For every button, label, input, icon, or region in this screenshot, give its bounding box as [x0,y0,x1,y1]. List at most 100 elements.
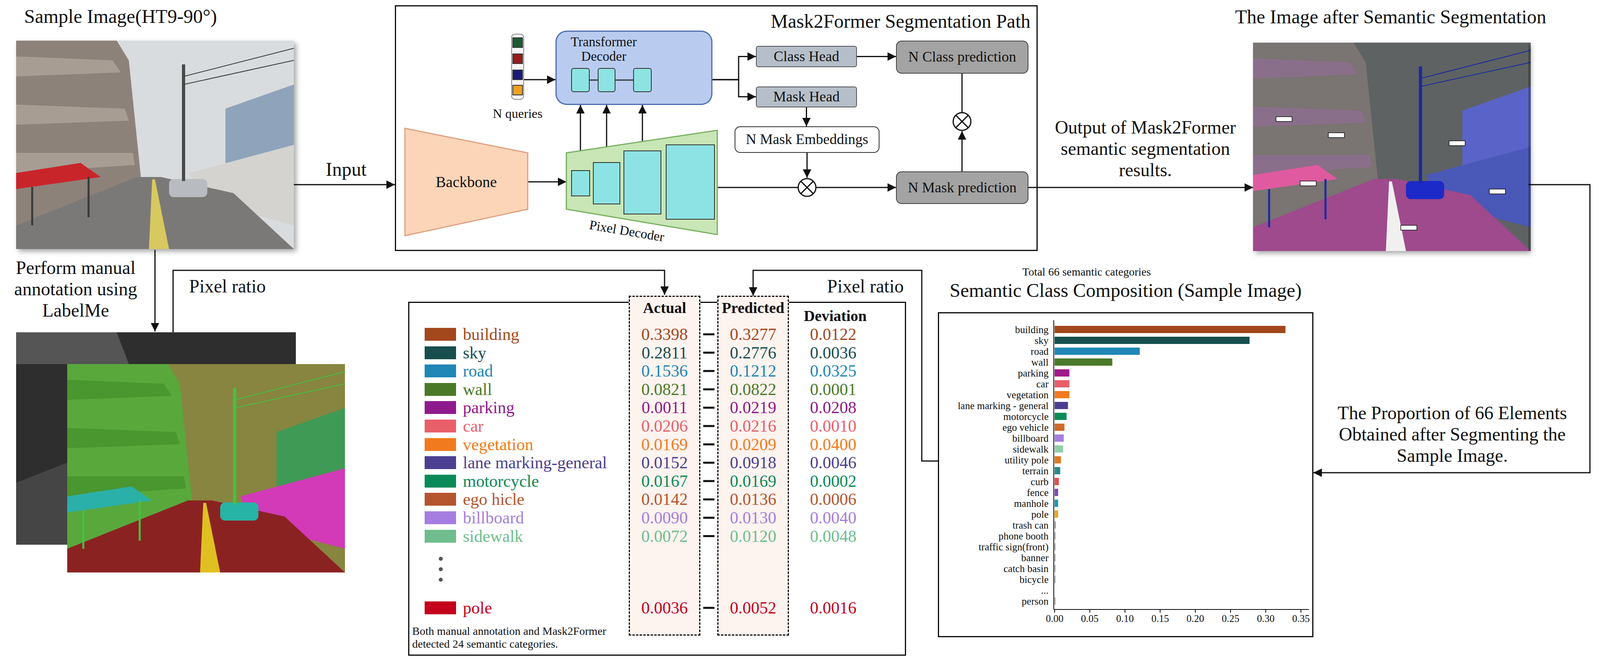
tick-mark [1089,609,1091,614]
bar [1054,380,1070,388]
shape [1268,189,1271,228]
edge-label: The Proportion of 66 Elements Obtained a… [1319,402,1586,467]
legend-label: road [462,362,624,380]
text-slot: 0.0090 [629,509,700,527]
multiply-symbol [798,178,816,197]
text-slot: ego vehicle [937,422,1049,434]
connector [712,56,756,81]
table-cell: 0.3277 [718,326,788,343]
column-header: Actual [629,299,700,318]
label: N Class prediction [908,48,1017,66]
shape [1420,62,1531,87]
chart-title: Semantic Class Composition (Sample Image… [925,279,1326,302]
bar [1054,521,1056,529]
connector [527,181,567,183]
legend-swatch [424,511,457,525]
shape [16,177,294,250]
table-cell: 0.0120 [718,528,788,546]
table-cell: 0.0046 [798,454,868,472]
text-slot: Output of Mask2Former semantic segmentat… [1043,117,1247,182]
text-slot: 0.0209 [718,436,788,454]
connector [712,79,756,98]
axis-category: pole [937,509,1049,521]
text-slot: Class Head [756,46,857,67]
connector [293,184,395,186]
panel-heading: The Image after Semantic Segmentation [1209,5,1572,28]
text-slot: 0.0130 [718,509,788,527]
legend-swatch [424,493,457,506]
text-slot: road [462,362,624,380]
text-slot: Semantic Class Composition (Sample Image… [925,279,1326,302]
shape [512,37,523,48]
multiply-symbol [953,112,971,131]
row-dash [703,388,715,391]
label: N Mask Embeddings [745,131,869,148]
axis-tick: 0.35 [1282,613,1320,626]
text-slot: Actual [629,299,700,318]
connector [524,79,556,81]
text-slot: 0.0142 [629,491,700,508]
text-slot: Mask Head [756,87,857,107]
trapezoid-block: Backbone [404,128,528,236]
shape [181,64,186,182]
shape [16,40,294,250]
bar [1054,336,1250,345]
text-slot: The Image after Semantic Segmentation [1209,5,1572,28]
legend-swatch [424,456,457,470]
table-cell: 0.0048 [798,528,868,546]
shape [1418,66,1423,184]
text-slot: 0.0001 [798,381,868,399]
shape [1253,106,1366,127]
text-slot: 0.35 [1282,613,1320,626]
text-slot: 0.0822 [718,381,788,399]
chart-frame: Total 66 semantic categoriesSemantic Cla… [937,312,1314,638]
axis-category: person [937,596,1049,607]
row-dash [703,607,715,610]
multiply-circle [798,178,816,197]
text-slot: 0.0325 [798,362,868,380]
bar [1054,326,1286,334]
label: Class Head [773,48,840,65]
table-cell: 0.0209 [718,436,788,454]
legend-label: pole [462,599,624,617]
table-cell: 0.0001 [798,381,868,399]
shape [148,179,170,250]
wire [806,152,808,178]
tick-mark [1159,609,1161,614]
bar [1054,402,1068,410]
connector [856,55,896,58]
text-slot: 0.0046 [798,454,868,472]
text-slot: parking [937,367,1049,379]
image-panel: The Image after Semantic Segmentation [1253,42,1529,252]
table-cell: 0.0122 [798,326,868,343]
multiply-cross [955,115,969,128]
row-dash [703,517,715,520]
chart-note: Total 66 semantic categories [1022,265,1232,279]
axis-category: curb [937,476,1049,488]
text-slot: ego hicle [462,491,624,508]
mask-tag [1449,140,1466,146]
text-slot: 0.0167 [629,472,700,490]
label: Backbone [435,173,498,192]
text-slot: Pixel ratio [813,276,917,298]
axis-category: manhole [937,498,1049,510]
panel-heading: Sample Image(HT9-90°) [24,5,314,28]
text-slot: traffic sign(front) [937,541,1049,553]
image-panel: Sample Image(HT9-90°) [16,40,294,250]
table-cell: 0.2776 [718,344,788,362]
shape [220,502,259,521]
axis-category: bicycle [937,574,1049,586]
text-slot: catch basin [937,563,1049,575]
axis-category: parking [937,367,1049,379]
annotated-photo [67,364,345,573]
axis-tick: 0.10 [1106,613,1144,626]
tick-mark [1265,609,1267,614]
ellipsis-dot [438,567,443,572]
bar [1054,347,1140,356]
leader-label: Pixel ratio [179,276,276,298]
ellipsis-dot [438,578,443,583]
axis-tick: 0.05 [1071,613,1108,626]
text-slot: N Mask prediction [896,172,1028,204]
table-cell: 0.0822 [718,381,788,399]
text-slot: 0.3277 [718,326,788,343]
